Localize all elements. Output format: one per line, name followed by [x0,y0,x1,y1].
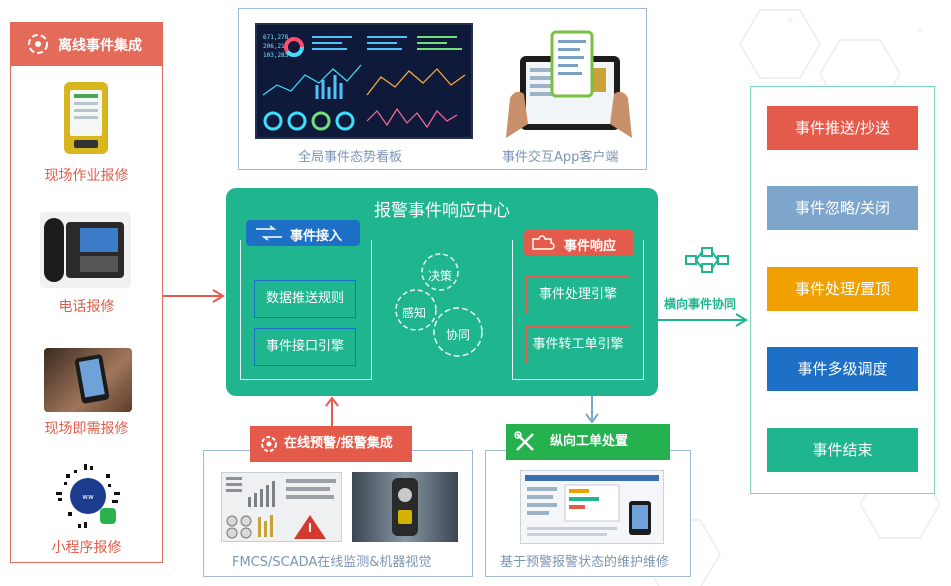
online-alarm-tag: 在线预警/报警集成 [250,426,412,462]
on-site-repair-label: 现场即需报修 [44,421,129,437]
mini-program-repair-label: 小程序报修 [51,540,122,556]
network-icon [28,34,48,54]
maintenance-screenshot [520,470,664,544]
event-handle-pin-button[interactable]: 事件处理/置顶 [767,267,918,311]
horizontal-collab-label: 横向事件协同 [664,297,737,311]
puzzle-icon [532,235,555,250]
response-tag-label: 事件响应 [564,239,617,254]
rugged-phone-image [64,82,108,154]
online-alarm-tag-label: 在线预警/报警集成 [284,436,393,451]
mini-program-qr-image: ww [54,462,122,530]
intake-arrows-icon [256,225,282,241]
online-alarm-caption: FMCS/SCADA在线监测&机器视觉 [232,555,432,570]
scada-screen-image [221,472,342,542]
gear-icon [261,436,277,452]
dashboard-caption: 全局事件态势看板 [298,150,403,165]
alarm-response-center: 报警事件响应中心 事件接入 数据推送规则 事件接口引擎 决策 感知 协同 事件响… [226,188,658,396]
field-work-repair-label: 现场作业报修 [44,168,129,184]
dashboard-screenshot: 671,278 206,215 103,283 [255,23,473,139]
vertical-work-order-tag-label: 纵向工单处置 [550,434,629,449]
left-to-center-arrow [163,289,225,303]
center-down-arrow [585,396,599,424]
phone-repair-label: 电话报修 [58,299,115,315]
intake-tag-label: 事件接入 [290,229,343,244]
gear-perception-label: 感知 [402,306,427,320]
processing-engine[interactable]: 事件处理引擎 [526,276,630,314]
event-ignore-close-button[interactable]: 事件忽略/关闭 [767,186,918,230]
center-to-right-arrow [658,313,748,327]
gears-graphic [395,253,483,357]
tools-icon [514,431,534,451]
event-multi-level-dispatch-button[interactable]: 事件多级调度 [767,347,918,391]
offline-integration-title: 离线事件集成 [58,38,142,54]
work-order-engine[interactable]: 事件转工单引擎 [526,326,630,364]
dash-stat-3: 103,283 [263,52,289,59]
app-caption: 事件交互App客户端 [502,150,619,165]
desk-phone-image [40,212,131,288]
gear-decision-label: 决策 [428,269,453,283]
svg-text:ww: ww [82,493,94,501]
event-end-button[interactable]: 事件结束 [767,428,918,472]
machine-vision-image [352,472,458,542]
event-push-cc-button[interactable]: 事件推送/抄送 [767,106,918,150]
dash-stat-1: 671,278 [263,34,289,41]
push-rule-engine[interactable]: 数据推送规则 [254,280,356,318]
tablet-app-image [506,28,632,138]
center-title: 报警事件响应中心 [374,201,510,221]
maintenance-caption: 基于预警报警状态的维护维修 [500,555,670,570]
hand-phone-image [44,348,132,412]
response-tag: 事件响应 [524,230,634,256]
interface-engine[interactable]: 事件接口引擎 [254,328,356,366]
collaboration-nodes-icon [685,247,729,273]
intake-box [240,240,372,380]
gear-collaboration-label: 协同 [446,328,471,342]
offline-integration-header: 离线事件集成 [10,22,163,66]
dash-stat-2: 206,215 [263,43,289,50]
vertical-work-order-tag: 纵向工单处置 [506,424,670,460]
bottom-left-up-arrow [325,396,339,426]
response-box [512,240,644,380]
intake-tag: 事件接入 [246,220,360,246]
